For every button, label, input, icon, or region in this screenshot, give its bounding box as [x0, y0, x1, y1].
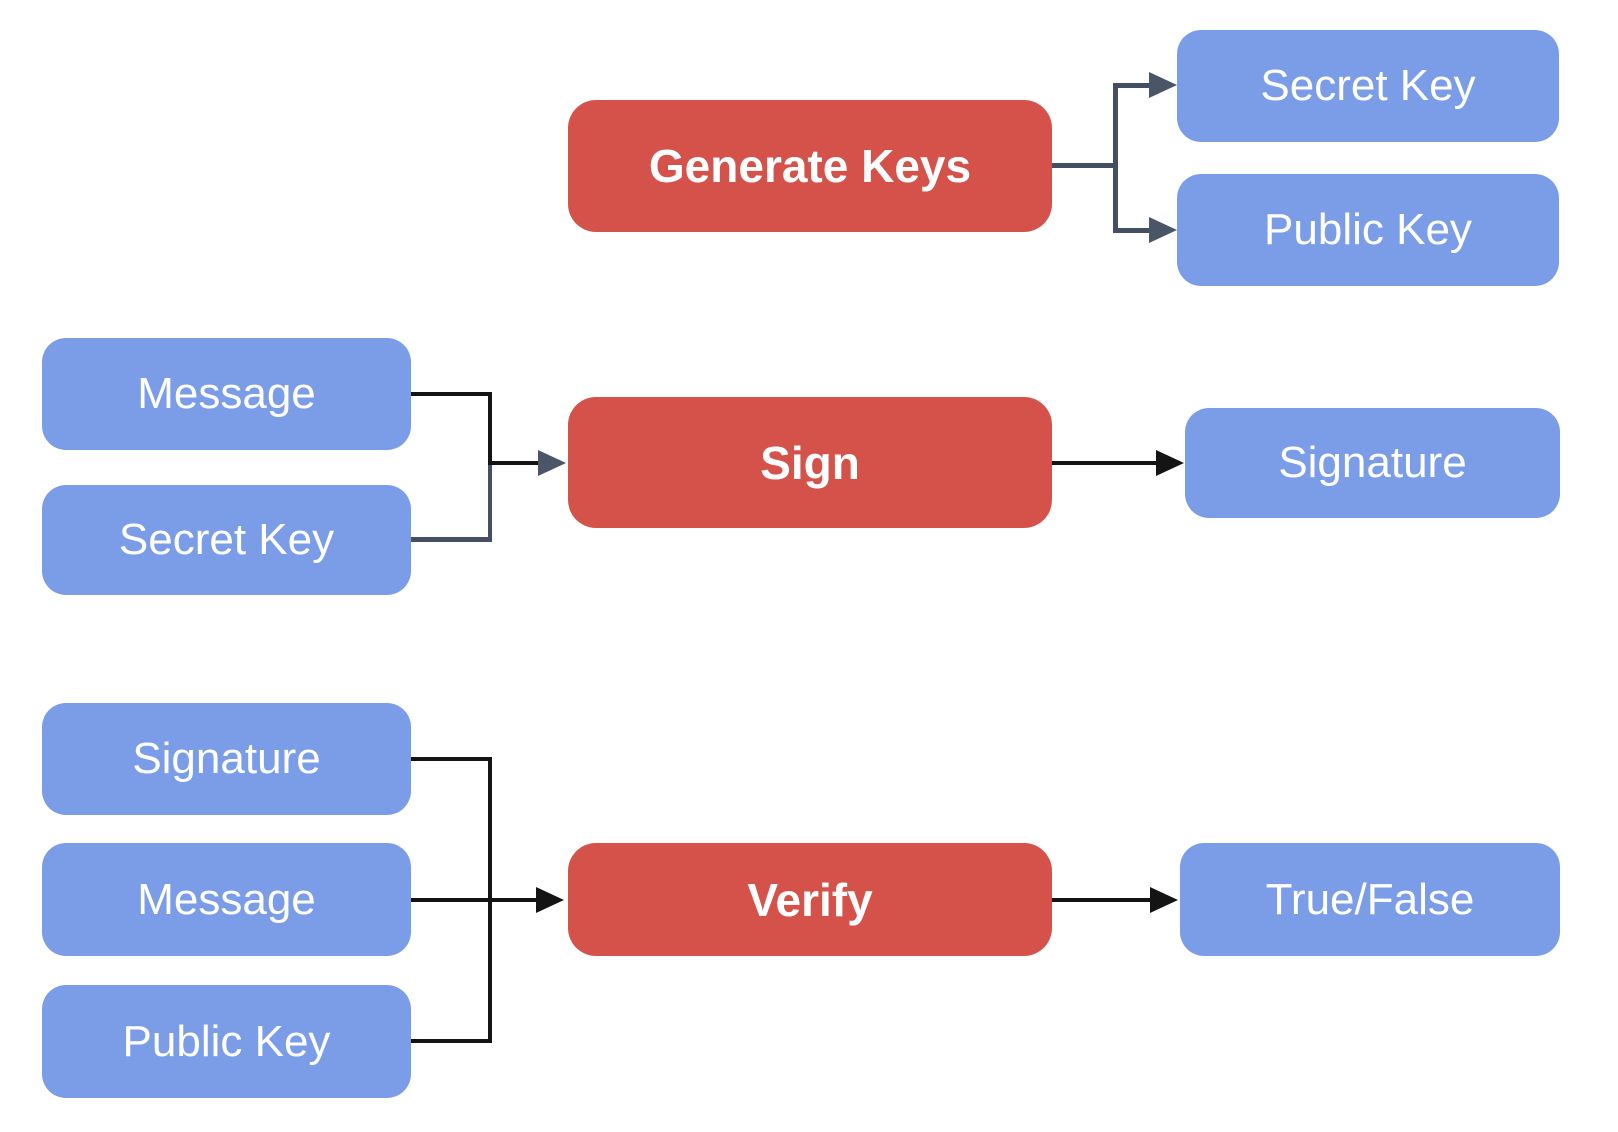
node-signature-output-label: Signature: [1278, 438, 1467, 487]
edge-publickey-to-junction: [411, 1039, 492, 1043]
edge-sign-junction-lower: [488, 465, 492, 542]
node-public-key-output-label: Public Key: [1264, 205, 1472, 254]
edge-sign-junction-upper: [488, 392, 492, 465]
edge-message-to-junction: [411, 392, 492, 396]
edge-to-secret-key-line: [1113, 83, 1149, 88]
node-signature-verify-input: Signature: [42, 703, 411, 815]
node-generate-keys-label: Generate Keys: [648, 140, 972, 192]
arrow-to-secret-key-icon: [1149, 72, 1177, 98]
node-public-key-output: Public Key: [1177, 174, 1559, 286]
edge-to-public-key-line: [1113, 228, 1149, 233]
node-secret-key-sign-input: Secret Key: [42, 485, 411, 595]
node-verify: Verify: [568, 843, 1052, 956]
arrow-to-verify-icon: [536, 887, 564, 913]
node-true-false-output-label: True/False: [1265, 874, 1475, 924]
node-signature-output: Signature: [1185, 408, 1560, 518]
edge-secretkey-to-junction: [411, 537, 492, 542]
node-secret-key-sign-input-label: Secret Key: [118, 515, 335, 564]
node-message-verify-input-label: Message: [137, 874, 316, 924]
edge-verify-to-truefalse-line: [1052, 898, 1150, 902]
arrow-to-signature-icon: [1156, 450, 1184, 476]
node-generate-keys: Generate Keys: [568, 100, 1052, 232]
node-verify-label: Verify: [747, 873, 873, 926]
node-secret-key-output-label: Secret Key: [1260, 61, 1476, 110]
arrow-to-sign-icon: [538, 450, 566, 476]
node-message-verify-input: Message: [42, 843, 411, 956]
node-public-key-verify-input: Public Key: [42, 985, 411, 1098]
edge-signature-to-junction: [411, 757, 492, 761]
arrow-to-truefalse-icon: [1150, 887, 1178, 913]
node-sign-label: Sign: [760, 436, 860, 489]
node-message-sign-input-label: Message: [137, 369, 316, 418]
edge-message-to-verify-line: [411, 898, 536, 902]
node-secret-key-output: Secret Key: [1177, 30, 1559, 142]
node-message-sign-input: Message: [42, 338, 411, 450]
node-signature-verify-input-label: Signature: [132, 734, 321, 783]
edge-generatekeys-branch: [1113, 83, 1118, 233]
edge-generatekeys-stem: [1052, 163, 1118, 168]
node-true-false-output: True/False: [1180, 843, 1560, 956]
edge-sign-to-signature-line: [1052, 461, 1156, 465]
edge-junction-to-sign-line: [488, 461, 538, 465]
node-sign: Sign: [568, 397, 1052, 528]
node-public-key-verify-input-label: Public Key: [122, 1016, 331, 1066]
arrow-to-public-key-icon: [1149, 217, 1177, 243]
